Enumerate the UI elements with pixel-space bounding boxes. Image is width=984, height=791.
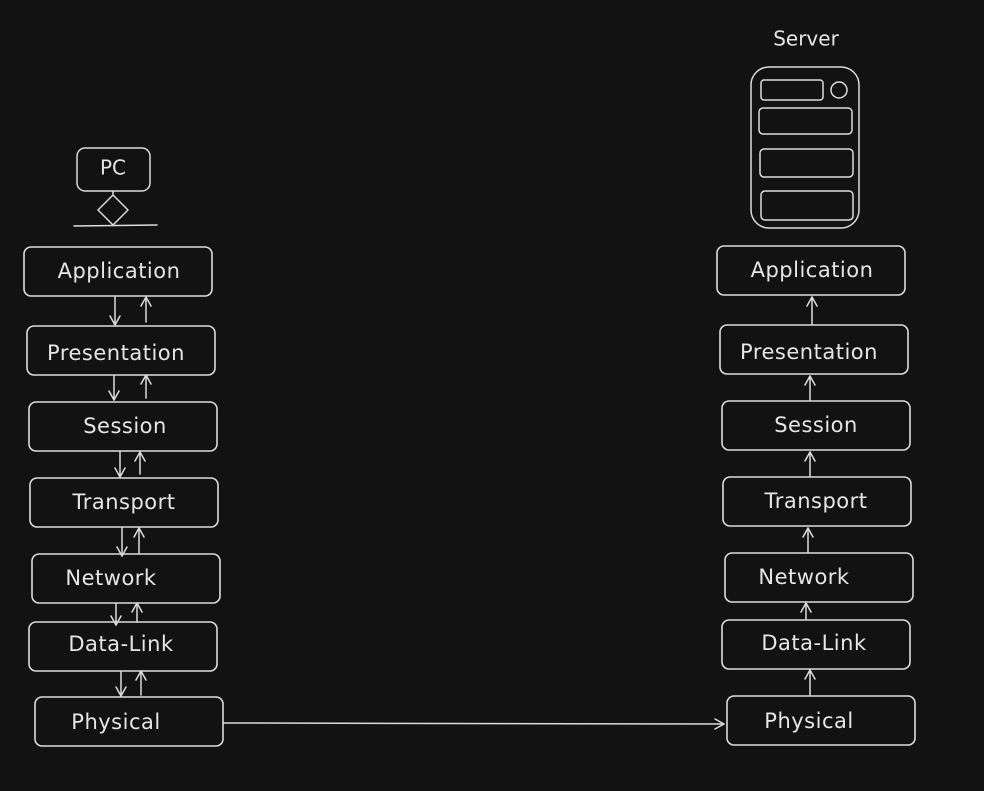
server-layer-application: Application [716, 245, 906, 296]
client-layer-network: Network [31, 553, 221, 604]
server-layer-session-label: Session [774, 413, 858, 437]
client-layer-data-link-label: Data-Link [68, 632, 174, 656]
client-layer-presentation-label: Presentation [47, 341, 185, 365]
server-layer-network: Network [724, 552, 914, 603]
client-layer-session-label: Session [83, 414, 167, 438]
server-layer-transport-label: Transport [763, 489, 867, 513]
server-layer-physical-label: Physical [764, 709, 853, 733]
server-layer-transport: Transport [722, 476, 912, 527]
client-layer-transport-label: Transport [71, 490, 175, 514]
client-layer-session: Session [28, 401, 218, 452]
client-layer-application-label: Application [58, 259, 181, 283]
server-layer-physical: Physical [726, 695, 916, 746]
pc-icon: PC [73, 147, 158, 227]
client-stack: Application Presentation Session Transpo… [23, 246, 224, 747]
server-stack: Application Presentation Session Transpo… [716, 245, 916, 746]
server-label: Server [773, 27, 839, 51]
client-layer-network-label: Network [65, 566, 157, 590]
server-layer-session: Session [721, 400, 911, 451]
physical-link-arrow [223, 718, 725, 730]
client-layer-data-link: Data-Link [28, 621, 218, 672]
server-layer-network-label: Network [758, 565, 850, 589]
client-layer-physical-label: Physical [71, 710, 160, 734]
server-layer-presentation-label: Presentation [740, 340, 878, 364]
server-layer-presentation: Presentation [719, 324, 909, 375]
server-icon: Server [750, 27, 860, 229]
client-layer-transport: Transport [29, 477, 219, 528]
client-layer-physical: Physical [34, 696, 224, 747]
server-layer-data-link-label: Data-Link [761, 631, 867, 655]
server-layer-application-label: Application [751, 258, 874, 282]
pc-label: PC [100, 156, 126, 180]
client-layer-application: Application [23, 246, 213, 297]
client-layer-presentation: Presentation [26, 325, 216, 376]
server-layer-data-link: Data-Link [721, 619, 911, 670]
